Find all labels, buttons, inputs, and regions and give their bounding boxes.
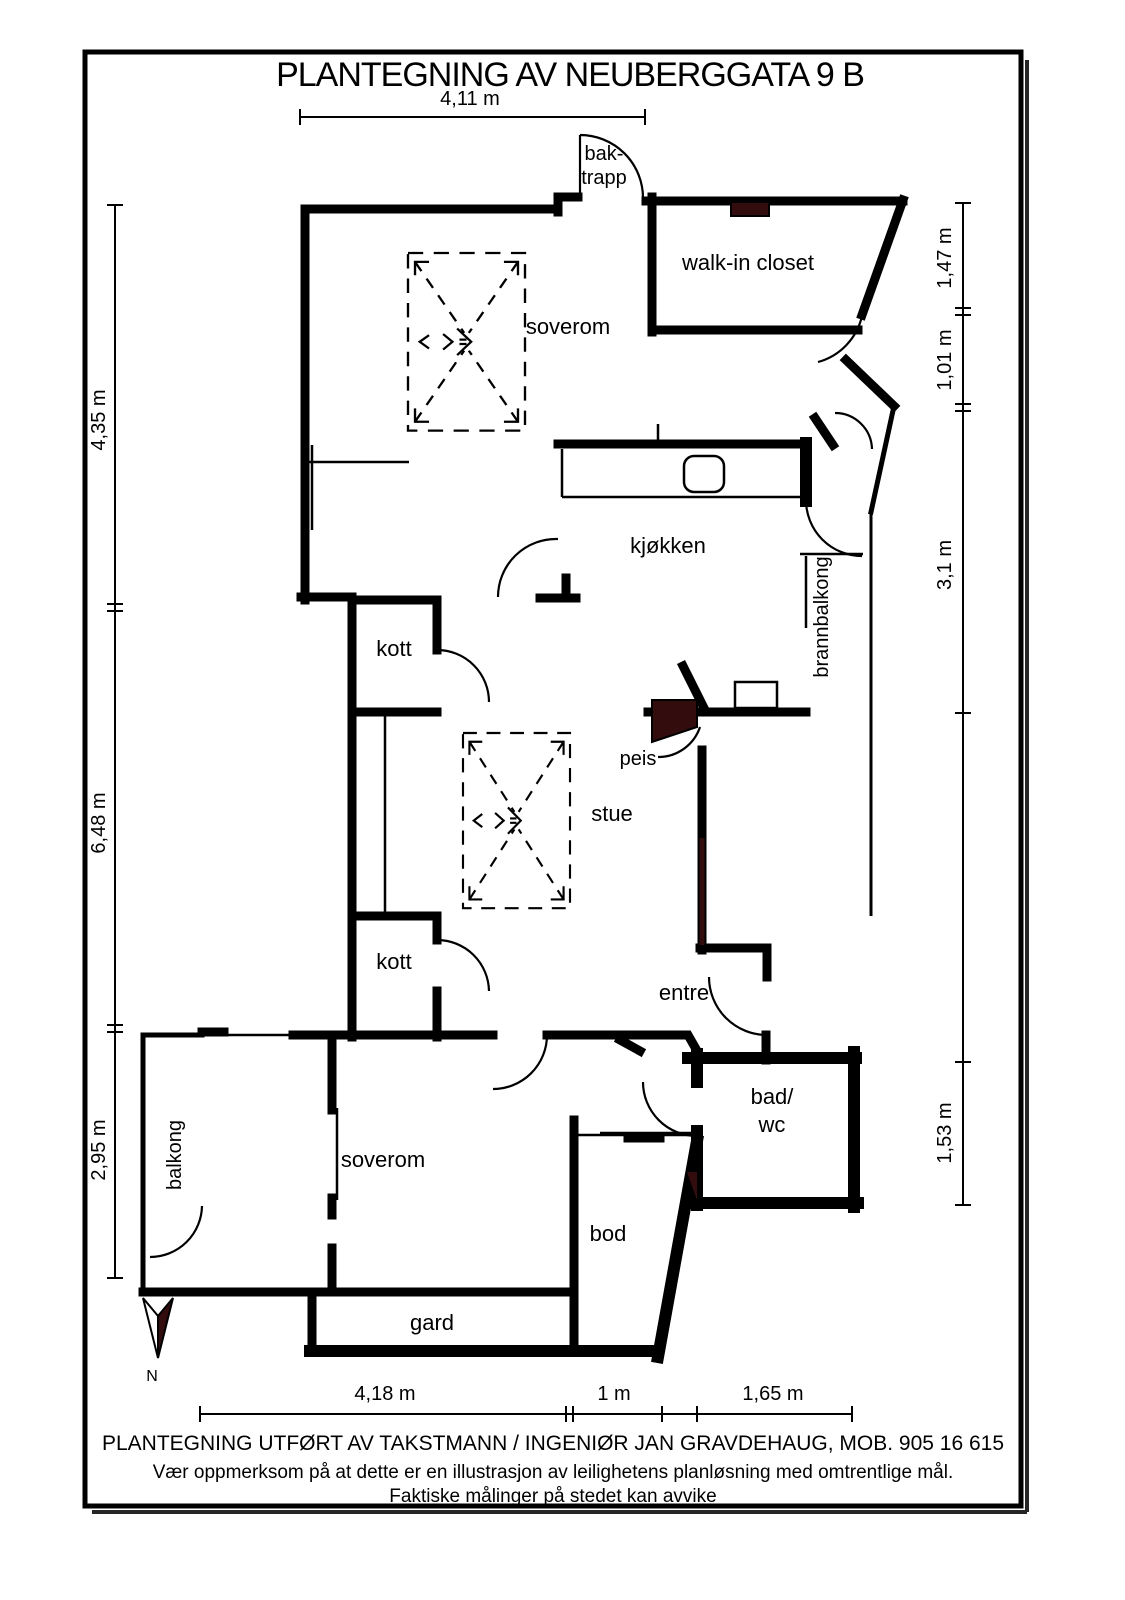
footer-line1: PLANTEGNING UTFØRT AV TAKSTMANN / INGENI… xyxy=(102,1432,1004,1455)
soverom-lower-door xyxy=(492,1034,549,1091)
kott-upper-door xyxy=(436,648,491,703)
label-gard: gard xyxy=(410,1310,454,1335)
dim-label-bottom-3: 1,65 m xyxy=(742,1383,803,1405)
balkong-door xyxy=(149,1205,204,1259)
page-title: PLANTEGNING AV NEUBERGGATA 9 B xyxy=(276,56,864,94)
label-balkong: balkong xyxy=(164,1120,186,1190)
entre-door xyxy=(707,976,768,1037)
label-walk-in-closet: walk-in closet xyxy=(681,250,814,275)
footer-line2: Vær oppmerksom på at dette er en illustr… xyxy=(153,1462,954,1483)
kitchen-sink xyxy=(682,454,726,494)
dim-label-right-3: 3,1 m xyxy=(934,540,956,590)
north-arrow xyxy=(142,1297,174,1359)
bak-trapp-door xyxy=(578,133,645,199)
walkin-door xyxy=(817,315,864,364)
north-label: N xyxy=(146,1368,158,1385)
peis-arc xyxy=(657,726,702,759)
door-arcs xyxy=(149,133,874,1259)
badwc-door xyxy=(641,1081,698,1138)
label-bak-trapp-2: trapp xyxy=(581,167,627,189)
thin-lines xyxy=(224,424,873,1200)
dim-label-bottom-1: 4,18 m xyxy=(354,1383,415,1405)
walls-thick xyxy=(138,192,909,1356)
label-bad-wc-2: wc xyxy=(758,1112,786,1137)
dim-left xyxy=(107,204,123,1279)
label-kjokken: kjøkken xyxy=(630,533,706,558)
label-peis: peis xyxy=(620,748,657,770)
label-brannbalkong: brannbalkong xyxy=(811,556,833,677)
fixtures xyxy=(682,454,779,710)
dim-top xyxy=(299,109,646,125)
dim-label-bottom-2: 1 m xyxy=(597,1383,630,1405)
brannbalkong-door xyxy=(834,411,874,450)
label-kott-upper: kott xyxy=(376,636,411,661)
label-soverom-lower: soverom xyxy=(341,1147,425,1172)
kott-lower-door xyxy=(436,938,491,992)
label-soverom-upper: soverom xyxy=(526,314,610,339)
north-arrow-right-half xyxy=(157,1297,174,1359)
walls-heavy xyxy=(304,437,864,1364)
dim-label-right-1: 1,47 m xyxy=(934,227,956,288)
wall-appliance xyxy=(733,680,779,710)
label-kott-lower: kott xyxy=(376,949,411,974)
dim-label-top: 4,11 m xyxy=(440,88,500,110)
dim-label-right-4: 1,53 m xyxy=(934,1102,956,1163)
label-bak-trapp-1: bak- xyxy=(585,143,624,165)
dim-bottom xyxy=(199,1406,853,1422)
dim-label-right-2: 1,01 m xyxy=(934,329,956,390)
peis-block xyxy=(651,699,698,744)
label-stue: stue xyxy=(591,801,633,826)
dim-right xyxy=(955,202,971,1206)
label-bad-wc-1: bad/ xyxy=(751,1084,795,1109)
walls-medium xyxy=(140,403,897,1295)
dimension-lines xyxy=(107,109,971,1422)
kitchen-exit-arc xyxy=(804,499,863,558)
closet-vent xyxy=(730,201,770,217)
label-bod: bod xyxy=(590,1221,627,1246)
kitchen-door xyxy=(496,537,559,598)
dim-label-left-upper: 4,35 m xyxy=(88,389,110,450)
footer-line3: Faktiske målinger på stedet kan avvike xyxy=(389,1486,716,1507)
dim-label-left-middle: 6,48 m xyxy=(88,792,110,853)
label-entre: entre xyxy=(659,980,709,1005)
dim-label-left-lower: 2,95 m xyxy=(88,1119,110,1180)
wc-corner-fill xyxy=(687,1172,697,1200)
accent-shapes xyxy=(651,201,770,1200)
